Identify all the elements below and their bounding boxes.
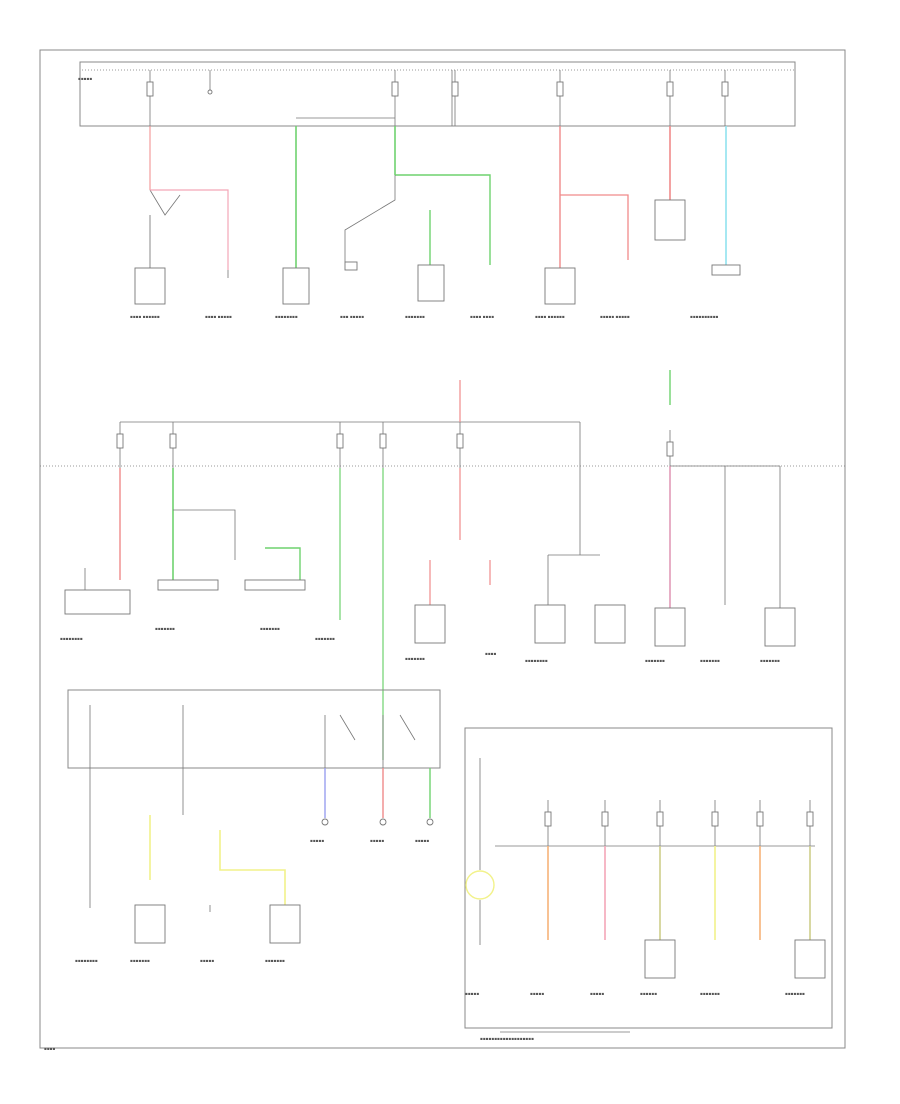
svg-text:▪▪▪▪▪: ▪▪▪▪▪ xyxy=(415,838,429,843)
svg-text:▪▪▪▪▪▪▪▪: ▪▪▪▪▪▪▪▪ xyxy=(275,314,298,319)
middle-fuse-row xyxy=(40,370,845,470)
svg-text:▪▪▪▪▪▪▪: ▪▪▪▪▪▪▪ xyxy=(405,314,425,319)
svg-text:▪▪▪ ▪▪▪▪▪: ▪▪▪ ▪▪▪▪▪ xyxy=(340,314,364,319)
svg-text:▪▪▪▪▪▪▪▪: ▪▪▪▪▪▪▪▪ xyxy=(525,658,548,663)
svg-text:▪▪▪▪▪: ▪▪▪▪▪ xyxy=(200,958,214,963)
middle-labels: ▪▪▪▪▪▪▪▪ ▪▪▪▪▪▪▪ ▪▪▪▪▪▪▪ ▪▪▪▪▪▪▪ ▪▪▪▪▪▪▪… xyxy=(60,626,780,663)
svg-text:▪▪▪▪ ▪▪▪▪: ▪▪▪▪ ▪▪▪▪ xyxy=(470,314,494,319)
top-components xyxy=(134,199,741,305)
svg-text:▪▪▪▪▪▪▪: ▪▪▪▪▪▪▪ xyxy=(700,658,720,663)
svg-text:▪▪▪▪: ▪▪▪▪ xyxy=(485,651,497,656)
svg-text:▪▪▪▪▪▪: ▪▪▪▪▪▪ xyxy=(640,991,657,996)
top-labels: ▪▪▪▪▪ ▪▪▪▪ ▪▪▪▪▪▪ ▪▪▪▪ ▪▪▪▪▪ ▪▪▪▪▪▪▪▪ ▪▪… xyxy=(78,76,719,319)
svg-text:▪▪▪▪: ▪▪▪▪ xyxy=(44,1046,56,1051)
lower-switch-box xyxy=(67,689,441,944)
middle-components xyxy=(64,579,796,647)
svg-text:▪▪▪▪▪▪▪: ▪▪▪▪▪▪▪ xyxy=(645,658,665,663)
svg-text:▪▪▪▪▪: ▪▪▪▪▪ xyxy=(465,991,479,996)
svg-text:▪▪▪▪▪▪▪: ▪▪▪▪▪▪▪ xyxy=(265,958,285,963)
svg-text:▪▪▪▪ ▪▪▪▪▪▪: ▪▪▪▪ ▪▪▪▪▪▪ xyxy=(130,314,160,319)
diagram-border xyxy=(39,49,846,1049)
svg-text:▪▪▪▪▪▪▪: ▪▪▪▪▪▪▪ xyxy=(155,626,175,631)
svg-text:▪▪▪▪▪▪▪: ▪▪▪▪▪▪▪ xyxy=(785,991,805,996)
top-fuse-box xyxy=(79,61,796,127)
svg-text:▪▪▪▪▪▪▪▪▪▪: ▪▪▪▪▪▪▪▪▪▪ xyxy=(690,314,719,319)
svg-text:▪▪▪▪▪: ▪▪▪▪▪ xyxy=(370,838,384,843)
svg-text:▪▪▪▪▪▪▪▪: ▪▪▪▪▪▪▪▪ xyxy=(75,958,98,963)
svg-text:▪▪▪▪▪: ▪▪▪▪▪ xyxy=(310,838,324,843)
middle-wires xyxy=(84,466,781,760)
svg-text:▪▪▪▪▪▪▪: ▪▪▪▪▪▪▪ xyxy=(405,656,425,661)
lower-right-labels: ▪▪▪▪▪ ▪▪▪▪▪ ▪▪▪▪▪ ▪▪▪▪▪▪ ▪▪▪▪▪▪▪ ▪▪▪▪▪▪▪… xyxy=(44,991,805,1051)
svg-text:▪▪▪▪ ▪▪▪▪▪: ▪▪▪▪ ▪▪▪▪▪ xyxy=(205,314,232,319)
svg-text:▪▪▪▪▪▪▪▪▪▪▪▪▪▪▪▪▪▪▪: ▪▪▪▪▪▪▪▪▪▪▪▪▪▪▪▪▪▪▪ xyxy=(480,1036,534,1041)
svg-text:▪▪▪▪▪▪▪: ▪▪▪▪▪▪▪ xyxy=(760,658,780,663)
svg-text:▪▪▪▪▪▪▪▪: ▪▪▪▪▪▪▪▪ xyxy=(60,636,83,641)
svg-text:▪▪▪▪▪: ▪▪▪▪▪ xyxy=(530,991,544,996)
svg-text:▪▪▪▪ ▪▪▪▪▪▪: ▪▪▪▪ ▪▪▪▪▪▪ xyxy=(535,314,565,319)
lower-right-module xyxy=(464,727,833,1033)
svg-text:▪▪▪▪▪▪▪: ▪▪▪▪▪▪▪ xyxy=(315,636,335,641)
svg-text:▪▪▪▪▪: ▪▪▪▪▪ xyxy=(590,991,604,996)
svg-text:▪▪▪▪▪▪▪: ▪▪▪▪▪▪▪ xyxy=(260,626,280,631)
svg-text:▪▪▪▪▪▪▪: ▪▪▪▪▪▪▪ xyxy=(700,991,720,996)
top-wires xyxy=(149,117,727,270)
svg-text:▪▪▪▪▪ ▪▪▪▪▪: ▪▪▪▪▪ ▪▪▪▪▪ xyxy=(600,314,630,319)
svg-text:▪▪▪▪▪: ▪▪▪▪▪ xyxy=(78,76,92,81)
svg-text:▪▪▪▪▪▪▪: ▪▪▪▪▪▪▪ xyxy=(130,958,150,963)
lower-left-labels: ▪▪▪▪▪▪▪▪ ▪▪▪▪▪▪▪ ▪▪▪▪▪ ▪▪▪▪▪▪▪ ▪▪▪▪▪ ▪▪▪… xyxy=(75,838,429,963)
